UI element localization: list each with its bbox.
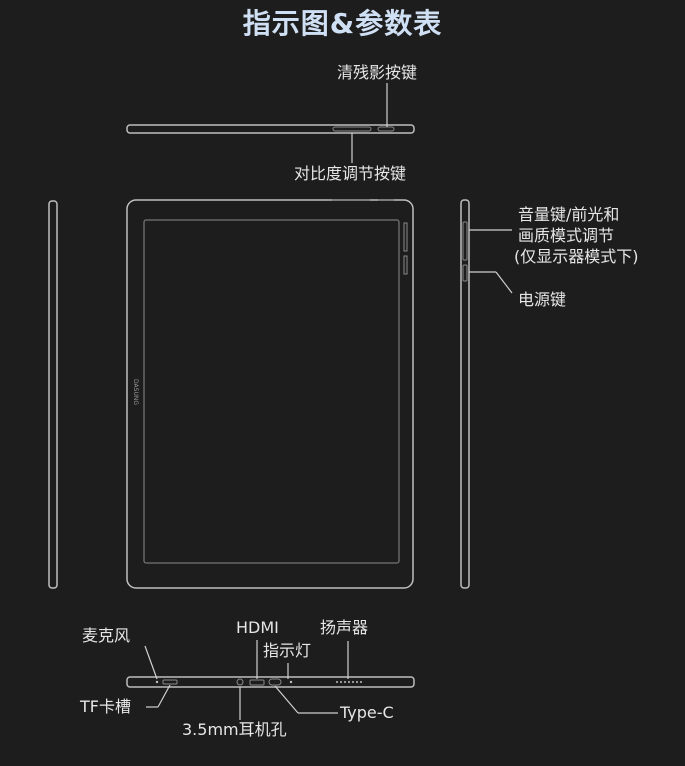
front-view <box>126 199 414 589</box>
label-type-c: Type-C <box>340 703 394 722</box>
label-volume-line2: 画质模式调节 <box>518 226 615 245</box>
top-edge-view <box>126 124 415 134</box>
front-side-button-b <box>403 255 408 275</box>
indicator-light-shape <box>289 680 293 684</box>
label-ghost-clear-button: 清残影按键 <box>337 63 418 82</box>
tf-slot-shape <box>162 679 178 685</box>
contrast-button-shape <box>332 126 372 132</box>
ghost-clear-button-shape <box>377 126 395 132</box>
right-side-body <box>460 199 470 589</box>
left-side-body <box>48 200 58 589</box>
label-speaker: 扬声器 <box>320 618 369 637</box>
front-body <box>126 199 414 589</box>
right-side-view <box>460 199 470 589</box>
label-volume-line3: (仅显示器模式下) <box>514 247 639 266</box>
front-side-button-a <box>403 222 408 252</box>
brand-logo-text: DASUNG <box>132 379 139 405</box>
screen-area <box>143 219 400 564</box>
label-contrast-button: 对比度调节按键 <box>294 164 407 183</box>
hdmi-port-shape <box>249 679 265 686</box>
bottom-edge-body <box>126 676 415 688</box>
label-microphone: 麦克风 <box>82 626 131 645</box>
page-title: 指示图&参数表 <box>242 7 443 40</box>
headphone-jack-shape <box>236 678 244 686</box>
mic-hole <box>155 680 159 684</box>
label-volume-line1: 音量键/前光和 <box>518 205 620 224</box>
label-headphone-jack: 3.5mm耳机孔 <box>182 720 287 739</box>
label-indicator-light: 指示灯 <box>263 641 312 660</box>
bottom-edge-view <box>126 676 415 688</box>
volume-key-shape <box>462 221 468 261</box>
left-side-view <box>48 200 58 589</box>
power-key-shape <box>462 264 468 282</box>
label-hdmi: HDMI <box>236 618 279 637</box>
type-c-port-shape <box>268 678 282 686</box>
label-tf-slot: TF卡槽 <box>80 697 131 716</box>
leader-lines <box>144 83 513 720</box>
label-power-key: 电源键 <box>518 290 567 309</box>
top-edge-body <box>126 124 415 134</box>
speaker-grille <box>336 681 362 683</box>
